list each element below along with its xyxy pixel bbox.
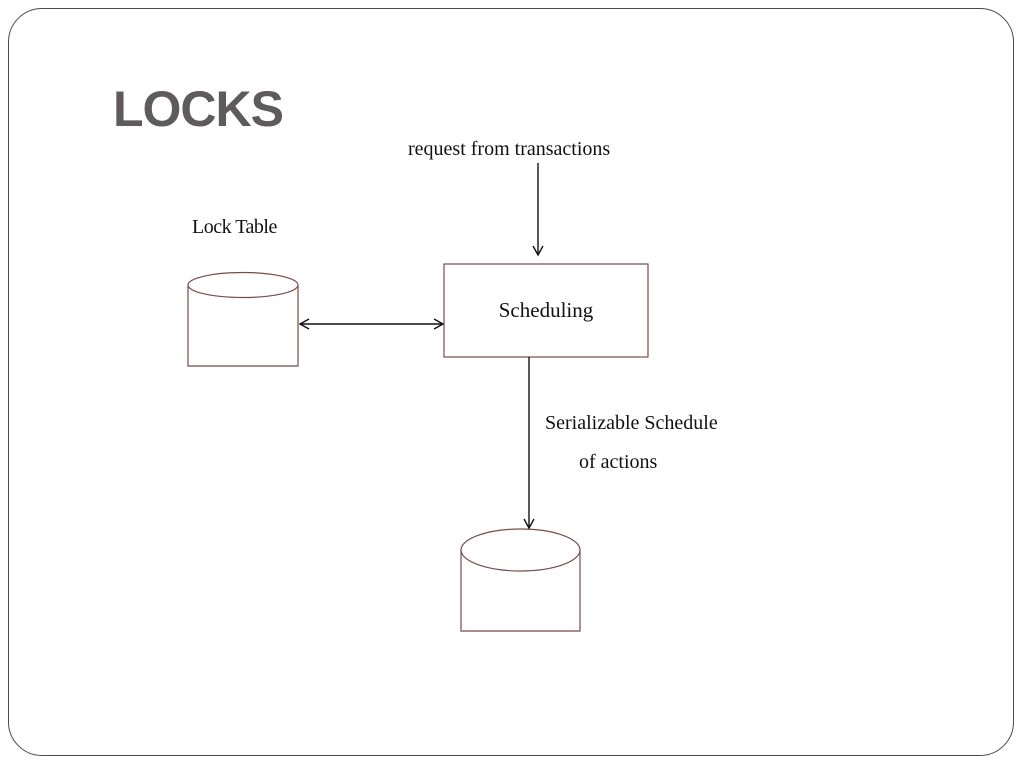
request-label: request from transactions bbox=[408, 138, 611, 160]
slide-title: LOCKS bbox=[113, 81, 284, 137]
scheduling-label: Scheduling bbox=[498, 298, 594, 322]
output-label-line2: of actions bbox=[579, 451, 658, 473]
lock-table-label: Lock Table bbox=[192, 216, 277, 238]
output-label-line1: Serializable Schedule bbox=[545, 412, 718, 434]
